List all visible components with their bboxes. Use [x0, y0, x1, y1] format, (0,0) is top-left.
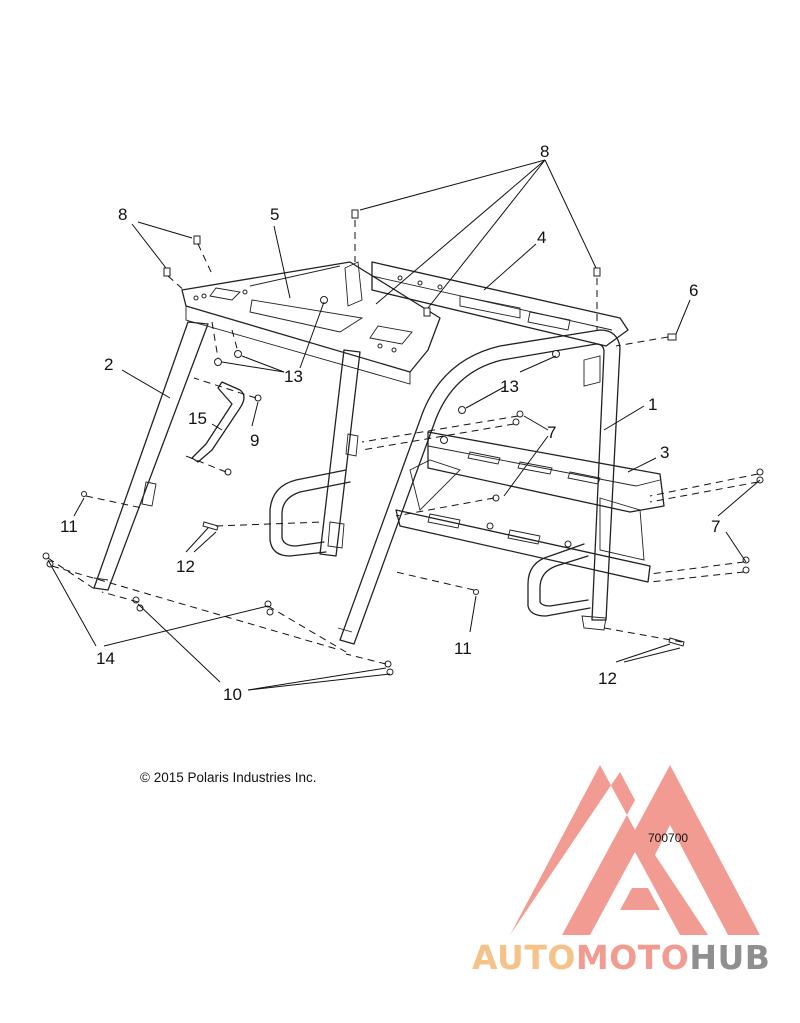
callout-13-right: 13 — [500, 377, 519, 396]
center-post — [319, 349, 361, 557]
callout-12-left: 12 — [176, 557, 195, 576]
main-roll-bar — [337, 329, 621, 645]
callout-2: 2 — [104, 355, 113, 374]
brand-part-moto: MOTO — [575, 938, 690, 977]
callout-12-right: 12 — [598, 669, 617, 688]
brand-wordmark: AUTOMOTOHUB — [472, 938, 770, 977]
callout-labels: 1 2 3 4 5 6 7 7 8 8 9 10 11 11 12 12 13 … — [60, 142, 720, 704]
callout-3: 3 — [660, 443, 669, 462]
callout-6: 6 — [689, 281, 698, 300]
figure-number: 700700 — [648, 831, 689, 845]
leader-lines — [47, 159, 761, 691]
callout-7-rear: 7 — [547, 423, 556, 442]
callout-10: 10 — [223, 685, 242, 704]
brand-part-hub: HUB — [689, 938, 771, 977]
grab-handles — [269, 469, 591, 617]
front-cross-member — [181, 261, 441, 385]
callout-11-left: 11 — [60, 517, 78, 536]
copyright-text: © 2015 Polaris Industries Inc. — [140, 770, 317, 785]
callout-4: 4 — [537, 228, 546, 247]
callout-1: 1 — [648, 395, 657, 414]
brace — [191, 381, 245, 463]
callout-8-top: 8 — [540, 142, 549, 161]
callout-9: 9 — [250, 431, 259, 450]
brand-part-auto: AUTO — [472, 938, 576, 977]
callout-15: 15 — [188, 409, 207, 428]
callout-5: 5 — [270, 205, 279, 224]
callout-7-right: 7 — [711, 517, 720, 536]
lower-rear-cross-member — [395, 431, 665, 583]
callout-11-center: 11 — [454, 639, 472, 658]
callout-8-left: 8 — [118, 205, 127, 224]
assembly-lines — [47, 220, 759, 665]
callout-13-left: 13 — [284, 367, 303, 386]
callout-14: 14 — [96, 649, 115, 668]
rear-upper-cross-member — [371, 261, 629, 347]
automotohub-logo — [510, 765, 760, 935]
front-left-upright — [93, 321, 209, 591]
